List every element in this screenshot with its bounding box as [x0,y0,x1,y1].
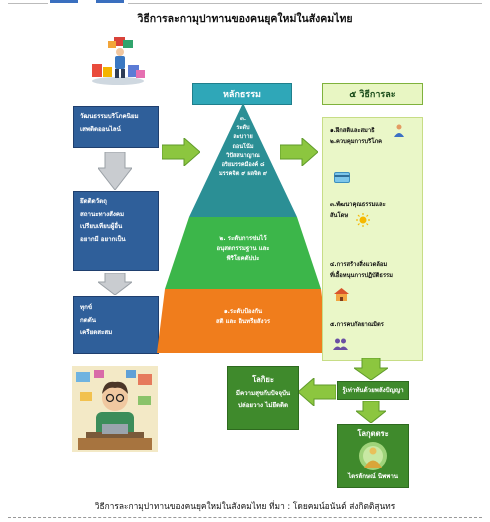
attachment-line-4: อยากมี อยากเป็น [80,236,126,244]
bottom-line-1: ๑.ระดับป้องกัน [223,308,263,315]
consumerism-box: วัฒนธรรมบริโภคนิยม เสพติดออนไลน์ [73,106,159,148]
middle-line-1: ๒. ระดับการข่มไว้ [219,235,267,242]
friends-icon [333,338,348,350]
sun-icon [356,213,370,227]
top-line-3: ละบาาย [233,134,253,141]
method-1-label: ๑.ฝึกสติและสมาธิ [330,128,375,134]
method-2-label: ๒.ควบคุมการบริโภค [330,139,383,145]
suffering-line-3: เครียดสะสม [80,329,113,337]
attachment-box: ยึดติดวัตถุ สถานะทางสังคม เปรียบเทียบผู้… [73,191,159,271]
top-marker-1 [50,0,78,3]
suffering-line-2: กดดัน [80,316,97,324]
consumerism-line-1: วัฒนธรรมบริโภคนิยม [80,113,139,120]
house-icon [334,288,349,301]
method-group-2: ๓.พัฒนาคุณธรรมและ สันโดษ [330,200,386,222]
method-group-3: ๔.การสร้างสิ่งแวดล้อม ที่เอื้อหนุนการปฏิ… [330,260,393,282]
lokuttara-title: โลกุตตระ [357,429,389,438]
wisdom-label: รู้เท่าทันด้วยพลังปัญญา [342,387,404,394]
attachment-line-1: ยึดติดวัตถุ [80,198,107,205]
lokiya-box: โลกิยะ มีความสุขกับปัจจุบัน ปล่อยวาง ไม่… [227,366,299,430]
principles-header: หลักธรรม [192,83,292,105]
diagram-title: วิธีการละกามุปาทานของคนยุคใหม่ในสังคมไทย [137,13,353,25]
top-rule-right [128,3,482,4]
middle-line-2: อนุสตกรรมฐาน และ [216,244,270,252]
pyramid-top-text: ๓. ระดับ ละบาาย ถอนโน้ม วิปัสสนาญาณ อริย… [193,115,293,180]
top-line-5: วิปัสสนาญาณ [226,152,260,159]
shopper-illustration [92,37,145,85]
figure-caption: วิธีการละกามุปาทานของคนยุคใหม่ในสังคมไทย… [94,501,396,511]
middle-line-3: พิริโยคตัปปะ [226,254,260,262]
lokiya-line-2: ปล่อยวาง ไม่ยึดติด [237,401,289,409]
suffering-box: ทุกข์ กดดัน เครียดสะสม [73,296,159,354]
down-arrow-1 [98,152,132,190]
dharma-pyramid [157,103,329,353]
method-4-label: ๔.การสร้างสิ่งแวดล้อม [330,262,388,268]
lokiya-title: โลกิยะ [252,375,274,384]
buddha-icon [359,442,387,470]
top-line-1: ๓. [240,116,246,122]
methods-panel [322,117,423,361]
bottom-rule [8,517,482,518]
consumerism-line-2: เสพติดออนไลน์ [80,125,121,133]
down-arrow-to-wisdom [354,358,388,380]
meditation-icon [394,124,404,137]
top-marker-2 [96,0,124,3]
top-line-4: ถอนโน้ม [232,143,254,150]
method-3-line-2: สันโดษ [330,213,349,219]
attachment-line-2: สถานะทางสังคม [80,210,125,218]
method-group-4: ๕.การคบกัลยาณมิตร [330,320,384,331]
methods-header: ๕ วิธีการละ [322,83,423,105]
suffering-line-1: ทุกข์ [80,304,93,311]
wisdom-box: รู้เท่าทันด้วยพลังปัญญา [337,381,409,400]
right-arrow-to-methods [280,138,318,166]
lokuttara-line: ไตรลักษณ์ นิพพาน [347,473,399,480]
top-rule-left [8,3,48,4]
left-arrow-to-lokiya [298,378,336,406]
lokuttara-box: โลกุตตระ ไตรลักษณ์ นิพพาน [337,424,409,488]
method-5-label: ๕.การคบกัลยาณมิตร [330,322,384,328]
top-line-7: มรรคจิต ๙ ผลจิต ๙ [218,171,267,178]
method-3-label: ๓.พัฒนาคุณธรรมและ [330,202,386,208]
pyramid-middle-tier [165,217,321,289]
down-arrow-to-lokuttara [356,401,386,423]
method-4-line-2: ที่เอื้อหนุนการปฏิบัติธรรม [330,273,393,279]
top-line-2: ระดับ [236,125,250,132]
top-line-6: อริยมรรคมีองค์ ๘ [221,162,265,169]
lokiya-line-1: มีความสุขกับปัจจุบัน [235,389,291,397]
bottom-line-2: สติ และ อินทรียสังวร [215,317,271,325]
right-arrow-to-pyramid [162,138,200,166]
credit-card-icon [334,172,350,183]
pyramid-bottom-text: ๑.ระดับป้องกัน สติ และ อินทรียสังวร [176,307,310,327]
pyramid-top-tier [189,103,297,217]
stressed-person-illustration [72,366,158,452]
pyramid-middle-text: ๒. ระดับการข่มไว้ อนุสตกรรมฐาน และ พิริโ… [180,234,306,264]
attachment-line-3: เปรียบเทียบผู้อื่น [80,223,123,231]
method-group-1: ๑.ฝึกสติและสมาธิ ๒.ควบคุมการบริโภค [330,126,382,148]
down-arrow-2 [98,273,132,295]
pyramid-bottom-tier [157,289,329,353]
